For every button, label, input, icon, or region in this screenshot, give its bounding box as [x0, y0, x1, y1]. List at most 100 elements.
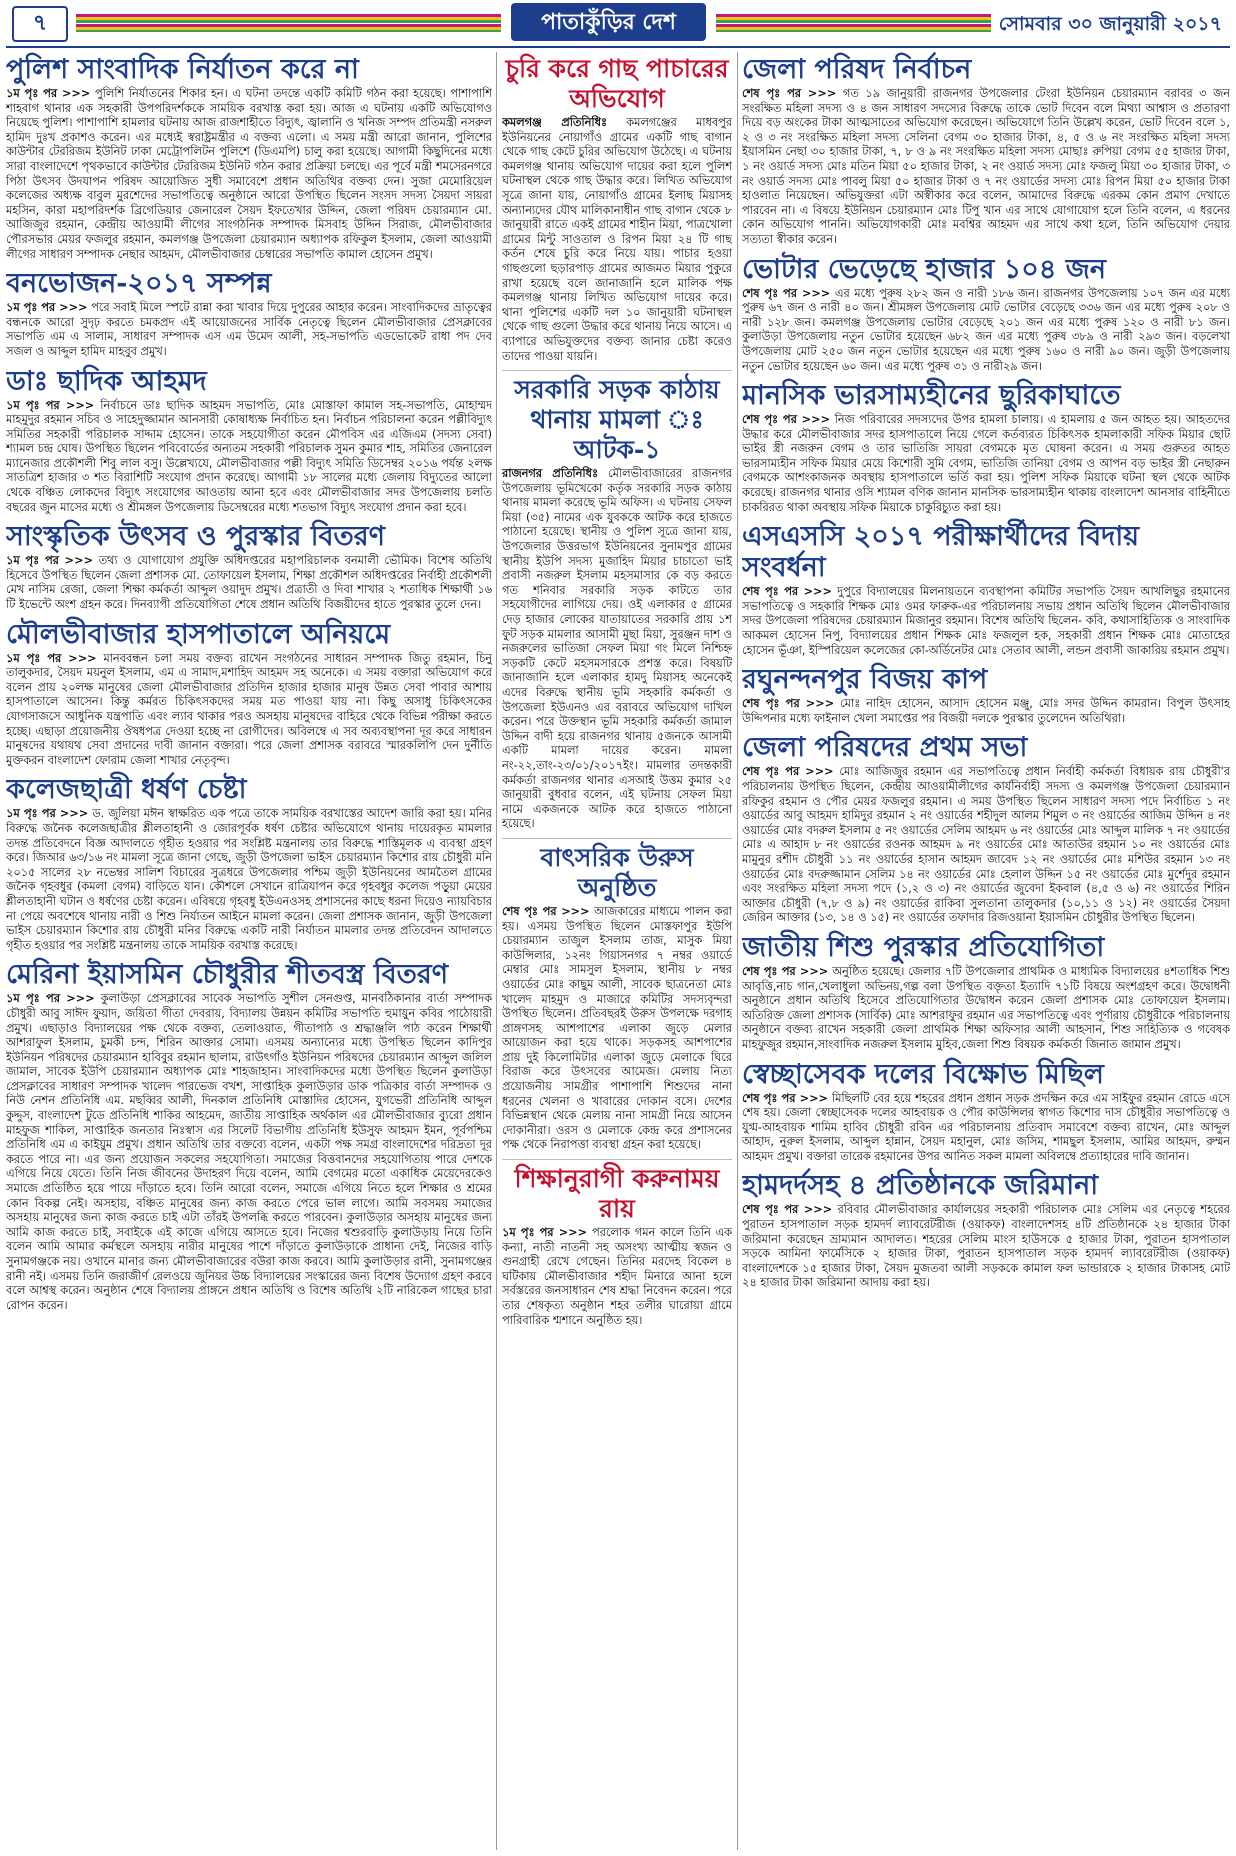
article-text: তথ্য ও যোগাযোগ প্রযুক্তি অধিদপ্তরের মহাপ…	[6, 554, 492, 612]
article-lead: শেষ পৃঃ পর >>>	[502, 904, 590, 918]
article-body: শেষ পৃঃ পর >>> মোঃ নাহিদ হোসেন, আসাদ হোস…	[742, 697, 1230, 726]
headline: মানসিক ভারসাম্যহীনের ছুরিকাঘাতে	[742, 380, 1121, 412]
article-tree-smuggling: চুরি করে গাছ পাচারের অভিযোগ কমলগঞ্জ প্রত…	[502, 54, 732, 364]
article-text: এর মধ্যে পুরুষ ২৮২ জন ও নারী ১৮৬ জন। রাজ…	[742, 286, 1230, 373]
headline: চুরি করে গাছ পাচারের অভিযোগ	[505, 54, 729, 113]
headline: সাংস্কৃতিক উৎসব ও পুরস্কার বিতরণ	[6, 521, 385, 553]
article-body: ১ম পৃঃ পর >>> নির্বাচনে ডাঃ ছাদিক আহমদ স…	[6, 399, 492, 516]
article-text: কমলগঞ্জের মাধবপুর ইউনিয়নের নোয়াগাঁও গ্…	[502, 116, 732, 363]
article-text: কুলাউড়া প্রেসক্লাবের সাবেক সভাপতি সুশীল…	[6, 992, 492, 1312]
article-hamdard-fine: হামদর্দসহ ৪ প্রতিষ্ঠানকে জরিমানা শেষ পৃঃ…	[742, 1170, 1230, 1291]
article-text: ড. জুলিয়া মঈন স্বাক্ষরিত এক পত্রে তাকে …	[6, 807, 492, 952]
article-body: শেষ পৃঃ পর >>> মিছিলটি বের হয়ে শহরের প্…	[742, 1092, 1230, 1165]
article-text: পরলোক গমন কালে তিনি এক কন্যা, নাতী নাতনী…	[502, 1226, 732, 1327]
article-body: ১ম পৃঃ পর >>> তথ্য ও যোগাযোগ প্রযুক্তি অ…	[6, 554, 492, 612]
article-text: মানববন্ধন চলা সময় বক্তব্য রাখেন সংগঠনের…	[6, 651, 492, 767]
headline: বনভোজন-২০১৭ সম্পন্ন	[6, 268, 272, 300]
article-body: ১ম পৃঃ পর >>> পুলিশি নির্যাতনের শিকার হন…	[6, 87, 492, 262]
headline: পুলিশ সাংবাদিক নির্যাতন করে না	[6, 54, 359, 85]
article-lead: শেষ পৃঃ পর >>>	[742, 413, 831, 427]
article-victory-cup: রঘুনন্দনপুর বিজয় কাপ শেষ পৃঃ পর >>> মোঃ…	[742, 664, 1230, 726]
article-lead: শেষ পৃঃ পর >>>	[742, 585, 832, 599]
columns-container: পুলিশ সাংবাদিক নির্যাতন করে না ১ম পৃঃ পর…	[6, 52, 1230, 1850]
article-hospital-irregularity: মৌলভীবাজার হাসপাতালে অনিয়মে ১ম পৃঃ পর >…	[6, 619, 492, 769]
headline: শিক্ষানুরাগী করুনাময় রায়	[514, 1164, 720, 1224]
article-karunamoy-roy: শিক্ষানুরাগী করুনাময় রায় ১ম পৃঃ পর >>>…	[502, 1164, 732, 1328]
article-body: ১ম পৃঃ পর >>> পরলোক গমন কালে তিনি এক কন্…	[502, 1226, 732, 1328]
headline: ডাঃ ছাদিক আহমদ	[6, 365, 207, 397]
article-text: মৌলভীবাজারের রাজনগর উপজেলায় ভূমিখেকো কর…	[502, 467, 732, 831]
article-dr-chhadik: ডাঃ ছাদিক আহমদ ১ম পৃঃ পর >>> নির্বাচনে ড…	[6, 366, 492, 516]
article-stabbing: মানসিক ভারসাম্যহীনের ছুরিকাঘাতে শেষ পৃঃ …	[742, 380, 1230, 515]
column-divider	[737, 52, 738, 1850]
article-lead: শেষ পৃঃ পর >>>	[742, 1091, 829, 1105]
page-number: ৭	[12, 6, 68, 42]
article-text: গত ১৯ জানুয়ারী রাজনগর উপজেলার টেংরা ইউন…	[742, 87, 1230, 246]
separator	[502, 370, 732, 372]
article-body: শেষ পৃঃ পর >>> অনুষ্ঠিত হয়েছে। জেলার ৭ট…	[742, 965, 1230, 1053]
article-lead: কমলগঞ্জ প্রতিনিধিঃ	[502, 116, 607, 129]
separator	[502, 1159, 732, 1161]
article-body: শেষ পৃঃ পর >>> আজকারের মাধ্যমে পালন করা …	[502, 905, 732, 1153]
article-first-meeting: জেলা পরিষদের প্রথম সভা শেষ পৃঃ পর >>> মো…	[742, 732, 1230, 926]
article-zila-parishad-election: জেলা পরিষদ নির্বাচন শেষ পৃঃ পর >>> গত ১৯…	[742, 54, 1230, 248]
column-divider	[496, 52, 497, 1850]
headline: মৌলভীবাজার হাসপাতালে অনিয়মে	[6, 618, 391, 650]
article-body: শেষ পৃঃ পর >>> মোঃ আজিজুর রহমান এর সভাপত…	[742, 765, 1230, 926]
article-child-award: জাতীয় শিশু পুরস্কার প্রতিযোগিতা শেষ পৃঃ…	[742, 932, 1230, 1053]
issue-date: সোমবার ৩০ জানুয়ারী ২০১৭	[998, 13, 1222, 35]
article-ssc-farewell: এসএসসি ২০১৭ পরীক্ষার্থীদের বিদায় সংবর্ধ…	[742, 521, 1230, 658]
article-urus: বাৎসরিক উরুস অনুষ্ঠিত শেষ পৃঃ পর >>> আজক…	[502, 843, 732, 1153]
article-text: নির্বাচনে ডাঃ ছাদিক আহমদ সভাপতি, মোঃ মোস…	[6, 398, 492, 514]
article-body: ১ম পৃঃ পর >>> পরে সবাই মিলে স্পটে রান্না…	[6, 301, 492, 359]
article-lead: শেষ পৃঃ পর >>>	[742, 697, 835, 711]
article-lead: ১ম পৃঃ পর >>>	[6, 301, 88, 315]
article-body: শেষ পৃঃ পর >>> রবিবার মৌলভীবাজার কার্যাল…	[742, 1203, 1230, 1291]
article-body: শেষ পৃঃ পর >>> নিজ পরিবারের সদস্যদের উপর…	[742, 413, 1230, 515]
headline: বাৎসরিক উরুস অনুষ্ঠিত	[540, 842, 694, 902]
article-text: মিছিলটি বের হয়ে শহরের প্রধান প্রধান সড়…	[742, 1091, 1230, 1163]
article-winter-clothes: মেরিনা ইয়াসমিন চৌধুরীর শীতবস্ত্র বিতরণ …	[6, 959, 492, 1313]
article-text: মোঃ নাহিদ হোসেন, আসাদ হোসেন মঞ্জু, মোঃ স…	[742, 697, 1230, 725]
article-lead: ১ম পৃঃ পর >>>	[6, 398, 95, 412]
headline: জেলা পরিষদ নির্বাচন	[742, 54, 972, 85]
article-lead: ১ম পৃঃ পর >>>	[6, 554, 94, 568]
article-body: শেষ পৃঃ পর >>> এর মধ্যে পুরুষ ২৮২ জন ও ন…	[742, 287, 1230, 375]
article-lead: শেষ পৃঃ পর >>>	[742, 87, 837, 100]
article-body: কমলগঞ্জ প্রতিনিধিঃ কমলগঞ্জের মাধবপুর ইউন…	[502, 116, 732, 364]
headline: কলেজছাত্রী ধর্ষণ চেষ্টা	[6, 774, 247, 806]
article-lead: ১ম পৃঃ পর >>>	[6, 87, 91, 100]
headline: মেরিনা ইয়াসমিন চৌধুরীর শীতবস্ত্র বিতরণ	[6, 959, 449, 991]
article-body: রাজনগর প্রতিনিধিঃ মৌলভীবাজারের রাজনগর উপ…	[502, 467, 732, 832]
headline: জেলা পরিষদের প্রথম সভা	[742, 732, 1028, 764]
article-text: আজকারের মাধ্যমে পালন করা হয়। এসময় উপস্…	[502, 904, 732, 1152]
article-police-journalist: পুলিশ সাংবাদিক নির্যাতন করে না ১ম পৃঃ পর…	[6, 54, 492, 262]
article-protest-rally: স্বেচ্ছাসেবক দলের বিক্ষোভ মিছিল শেষ পৃঃ …	[742, 1059, 1230, 1165]
article-lead: শেষ পৃঃ পর >>>	[742, 286, 831, 300]
column-right: জেলা পরিষদ নির্বাচন শেষ পৃঃ পর >>> গত ১৯…	[742, 52, 1230, 1850]
separator	[502, 837, 732, 839]
article-body: ১ম পৃঃ পর >>> মানববন্ধন চলা সময় বক্তব্য…	[6, 652, 492, 769]
headline: এসএসসি ২০১৭ পরীক্ষার্থীদের বিদায় সংবর্ধ…	[742, 521, 1140, 584]
article-college-student: কলেজছাত্রী ধর্ষণ চেষ্টা ১ম পৃঃ পর >>> ড.…	[6, 774, 492, 953]
article-text: নিজ পরিবারের সদস্যদের উপর হামলা চালায়। …	[742, 413, 1230, 514]
article-lead: শেষ পৃঃ পর >>>	[742, 765, 834, 779]
article-body: শেষ পৃঃ পর >>> গত ১৯ জানুয়ারী রাজনগর উপ…	[742, 87, 1230, 248]
article-lead: রাজনগর প্রতিনিধিঃ	[502, 467, 598, 481]
article-lead: ১ম পৃঃ পর >>>	[6, 992, 95, 1006]
masthead-logo: পাতাকুঁড়ির দেশ	[511, 3, 706, 41]
article-road-case: সরকারি সড়ক কাঠায় থানায় মামলা ঃ আটক-১ …	[502, 375, 732, 832]
headline: জাতীয় শিশু পুরস্কার প্রতিযোগিতা	[742, 931, 1105, 963]
article-lead: ১ম পৃঃ পর >>>	[502, 1226, 588, 1240]
article-text: পরে সবাই মিলে স্পটে রান্না করা খাবার দিয…	[6, 301, 492, 358]
page-header: ৭ পাতাকুঁড়ির দেশ সোমবার ৩০ জানুয়ারী ২০…	[6, 0, 1230, 48]
headline: স্বেচ্ছাসেবক দলের বিক্ষোভ মিছিল	[742, 1058, 1104, 1090]
article-lead: ১ম পৃঃ পর >>>	[6, 651, 97, 665]
article-body: ১ম পৃঃ পর >>> ড. জুলিয়া মঈন স্বাক্ষরিত …	[6, 807, 492, 953]
article-text: রবিবার মৌলভীবাজার কার্যালয়ের সহকারী পরি…	[742, 1203, 1230, 1290]
article-lead: শেষ পৃঃ পর >>>	[742, 964, 829, 978]
article-cultural-festival: সাংস্কৃতিক উৎসব ও পুরস্কার বিতরণ ১ম পৃঃ …	[6, 521, 492, 612]
article-body: ১ম পৃঃ পর >>> কুলাউড়া প্রেসক্লাবের সাবে…	[6, 992, 492, 1313]
article-voters: ভোটার ভেড়েছে হাজার ১০৪ জন শেষ পৃঃ পর >>…	[742, 254, 1230, 375]
